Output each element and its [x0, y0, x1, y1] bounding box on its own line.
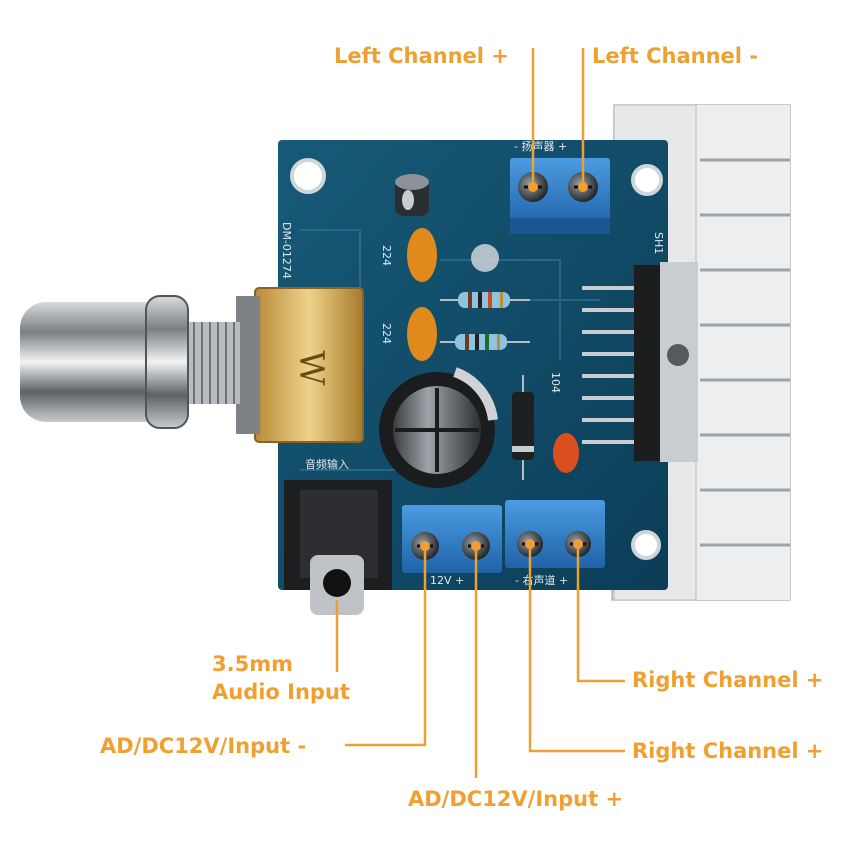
audio-input-label-line2: Audio Input [212, 680, 350, 705]
led [471, 244, 499, 272]
leader-line-right-2 [528, 544, 625, 753]
ceramic-capacitor: 104 [549, 372, 579, 473]
film-capacitor: 224 [380, 228, 437, 282]
resistor [440, 292, 530, 308]
board-model-text: DM-01274 [280, 222, 293, 279]
potentiometer-mark-icon: W [291, 351, 331, 386]
heatsink-mark-text: SH1 [652, 232, 665, 254]
resistor [440, 334, 530, 350]
dc-input-plus-label: AD/DC12V/Input + [408, 787, 624, 811]
mounting-hole [631, 164, 663, 196]
leader-dot [573, 539, 583, 549]
right-speaker-silk: - 右声道 + [515, 573, 568, 587]
left-channel-minus-label: Left Channel - [592, 44, 759, 68]
leader-dot [528, 182, 538, 192]
left-speaker-silk: - 扬声器 + [514, 139, 567, 153]
right-channel-plus-label-2: Right Channel + [632, 739, 824, 763]
capacitor-mark: 224 [380, 323, 393, 344]
diode [512, 375, 534, 480]
leader-line-right-1 [576, 544, 625, 683]
leader-dot [471, 541, 481, 551]
audio-input-silk: 音频输入 [305, 457, 349, 471]
large-capacitor [379, 367, 498, 488]
leader-dot [420, 541, 430, 551]
audio-jack [284, 480, 392, 615]
capacitor-mark: 224 [380, 245, 393, 266]
amplifier-ic [582, 262, 698, 462]
left-channel-terminal [510, 158, 610, 234]
film-capacitor: 224 [380, 307, 437, 361]
mounting-hole [290, 158, 326, 194]
mounting-hole [631, 530, 661, 560]
power-terminal [402, 505, 502, 573]
leader-line-dc-minus [345, 546, 427, 747]
left-channel-plus-label: Left Channel + [334, 44, 509, 68]
leader-lines [335, 48, 625, 778]
volume-knob[interactable] [20, 295, 189, 429]
right-channel-plus-label: Right Channel + [632, 668, 824, 692]
volume-potentiometer[interactable]: W [188, 287, 364, 443]
audio-input-label: 3.5mm Audio Input [212, 650, 350, 707]
leader-dot [525, 539, 535, 549]
small-capacitor [395, 174, 429, 216]
right-channel-terminal [505, 500, 605, 568]
ceramic-cap-mark: 104 [549, 372, 562, 393]
dc-input-minus-label: AD/DC12V/Input - [100, 734, 307, 758]
power-silk: 12V + [430, 574, 464, 587]
audio-input-label-line1: 3.5mm [212, 652, 293, 676]
leader-dot [578, 182, 588, 192]
